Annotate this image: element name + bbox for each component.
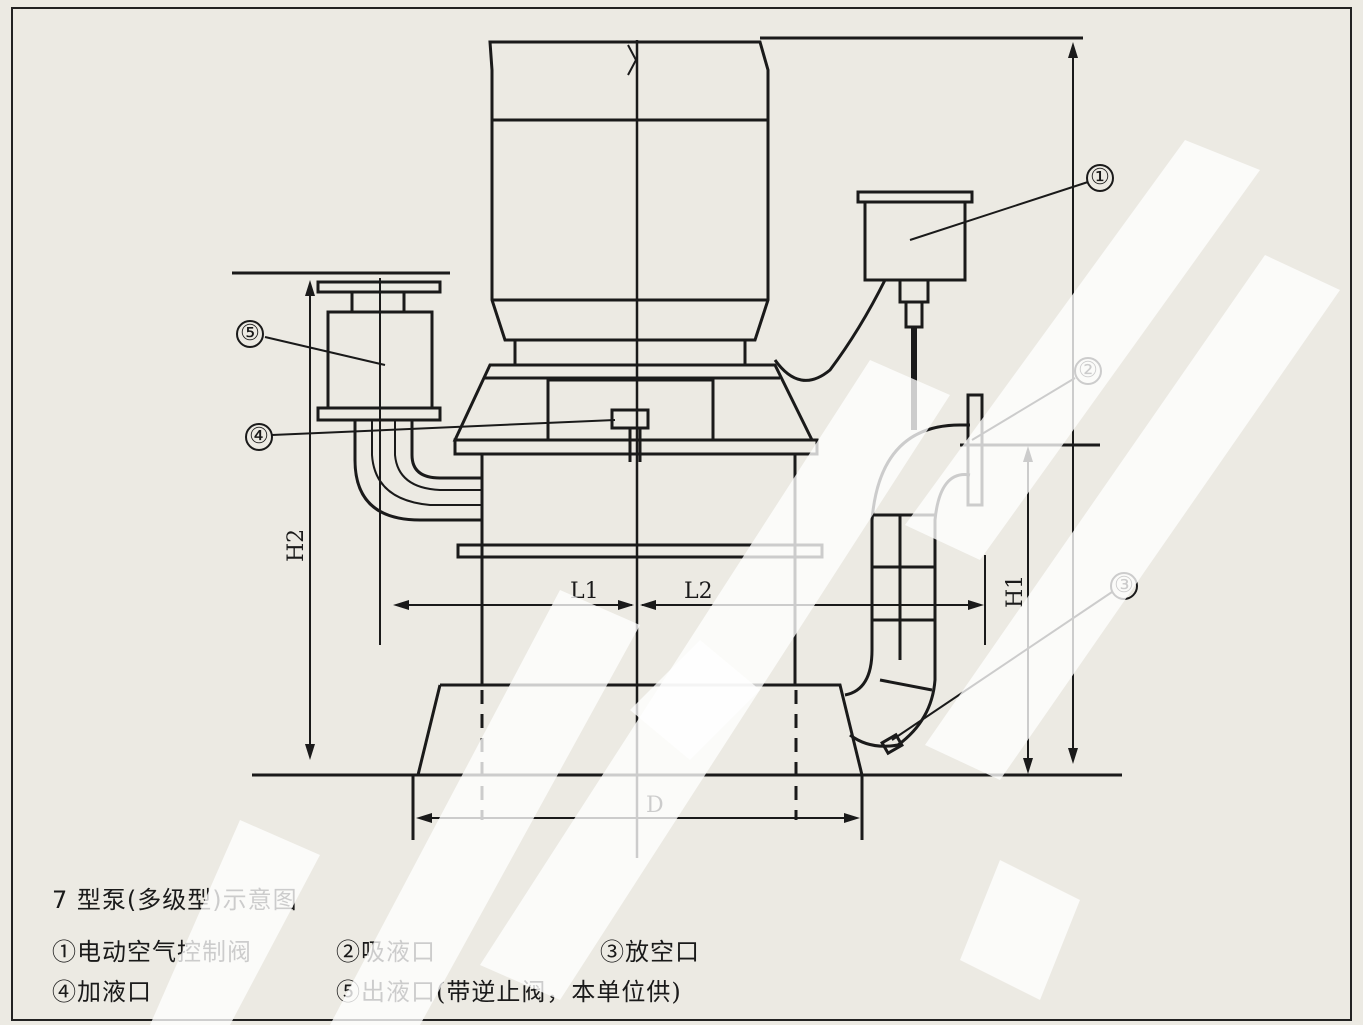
h1-arrow-bottom [1023,758,1033,774]
callout-circle-4 [245,423,273,451]
outlet-pipe-inner [410,420,482,480]
d-arrow-left [416,813,432,823]
air-valve-body [863,200,967,282]
callout-num-1: ① [1090,165,1110,190]
center-axis-break [627,44,638,76]
callout-num-2: ② [1078,358,1098,383]
leader-3 [891,591,1113,741]
legend-item-4: ④加液口 [52,978,152,1006]
air-valve-tube [904,300,924,329]
outlet-pipe-mid [371,420,482,506]
callout-num-5: ⑤ [240,321,260,346]
total-arrow-bottom [1068,748,1078,764]
leaders [264,181,1113,741]
suction-pipe-outer [844,423,970,697]
l2-arrow-right [968,600,984,610]
outlet-pipe-outer [353,420,482,522]
callout-circle-5 [236,320,264,348]
page-border [11,7,1352,1021]
dim-label-h2: H2 [284,529,309,562]
h2-arrow-bottom [305,744,315,760]
h1-arrow-top [1023,446,1033,462]
leader-4 [271,419,616,436]
legend-item-2: ②吸液口 [336,938,436,966]
h2-arrow-top [305,280,315,296]
dim-label-d: D [646,793,664,818]
callouts [236,164,1138,600]
casing-mid-flange [456,543,824,559]
l2-arrow-left [640,600,656,610]
d-arrow-right [844,813,860,823]
priming-cap [610,408,650,430]
leader-5 [264,336,386,366]
total-arrow-top [1068,42,1078,58]
pump-drawing [232,36,1122,858]
legend-item-1: ①电动空气控制阀 [52,938,252,966]
suction-flange [966,393,984,507]
l1-arrow-right [618,600,634,610]
dimensions [305,42,1078,823]
figure-title: 7 型泵(多级型)示意图 [52,886,298,914]
suction-pipe-rung-5 [879,678,933,692]
dim-label-l2: L2 [684,579,713,604]
callout-num-4: ④ [249,424,269,449]
air-valve-fitting [898,278,930,304]
dim-label-h1: H1 [1003,575,1028,608]
legend-item-5: ⑤出液口(带逆止阀，本单位供) [336,978,682,1006]
leader-2 [971,377,1076,441]
callout-num-3: ③ [1114,573,1134,598]
outlet-neck [350,290,406,314]
outlet-pipe-mid2 [394,420,482,491]
dim-label-l1: L1 [570,579,599,604]
motor-body [488,40,770,342]
legend-item-3: ③放空口 [600,938,700,966]
l1-arrow-left [393,600,409,610]
air-valve-cable [773,279,887,382]
